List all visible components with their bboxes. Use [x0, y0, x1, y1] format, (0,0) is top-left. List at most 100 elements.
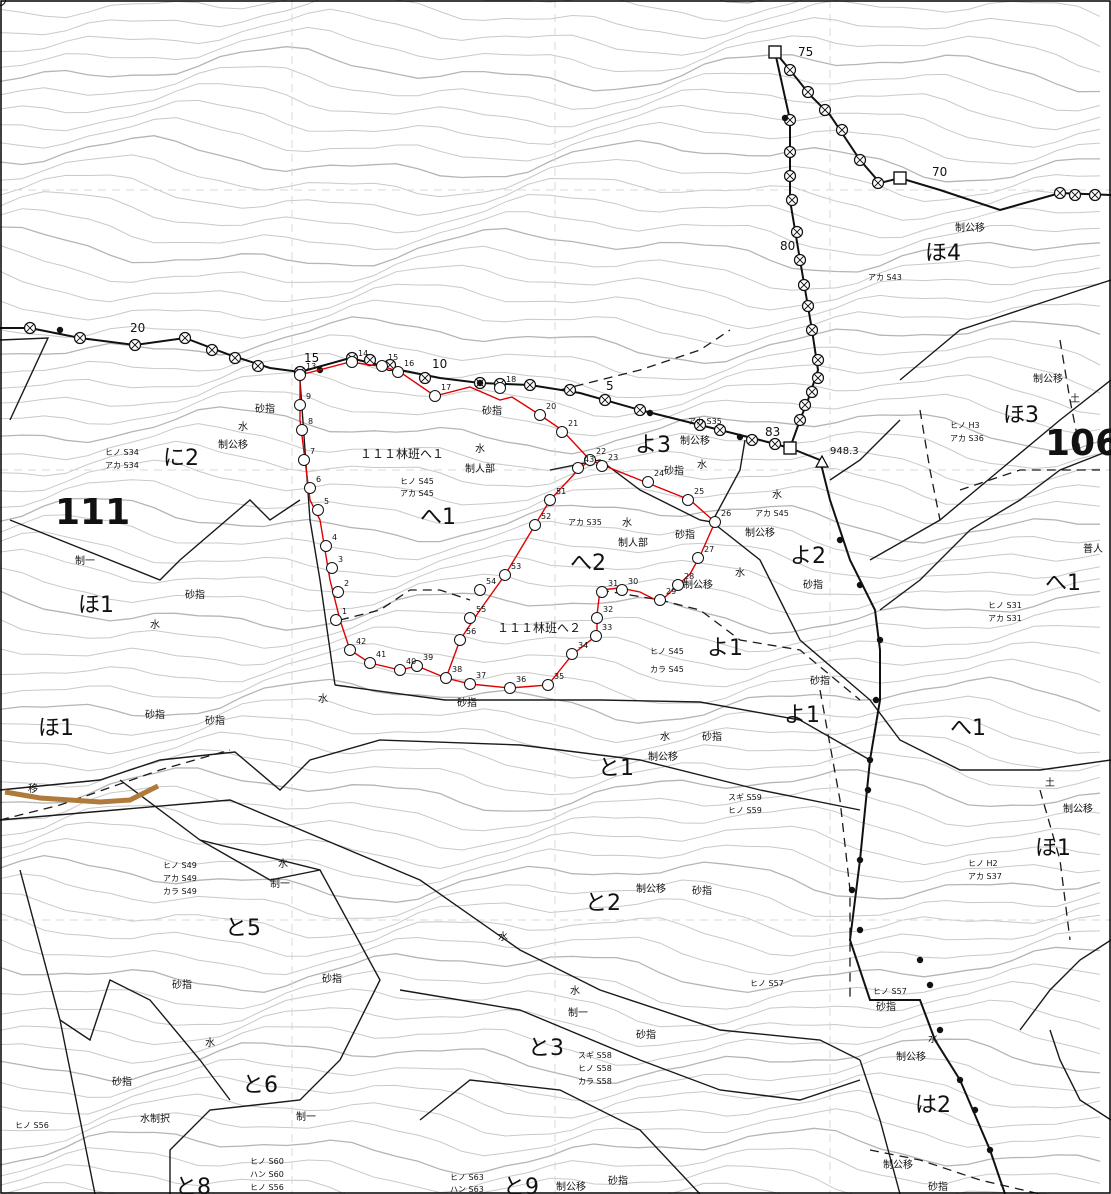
annotation: 砂指	[457, 696, 477, 709]
contour-line	[0, 658, 1101, 704]
survey-point-icon	[440, 672, 452, 684]
stand-label: と6	[242, 1073, 278, 1098]
boundary-dot	[856, 581, 864, 589]
survey-point-number: 8	[308, 417, 313, 426]
survey-point-icon	[654, 594, 666, 606]
annotation: アカ S45	[755, 509, 789, 518]
stand-label: ほ1	[78, 593, 114, 618]
survey-point-icon	[330, 614, 342, 626]
annotation: 水	[278, 858, 288, 870]
survey-point-number: 42	[356, 637, 366, 646]
boundary-number: 5	[606, 379, 614, 393]
annotation: アカ S35	[688, 417, 722, 426]
contour-line	[0, 371, 1101, 418]
survey-point-icon	[529, 519, 541, 531]
contour-line	[0, 440, 1101, 488]
stand-label: と2	[585, 891, 621, 916]
contour-line	[0, 406, 1101, 455]
survey-point-icon	[464, 612, 476, 624]
contour-line	[0, 65, 1101, 112]
survey-point-icon	[642, 476, 654, 488]
annotation: 土	[1070, 392, 1080, 405]
annotation: 水	[622, 517, 632, 529]
survey-plots	[299, 361, 716, 689]
annotation: 制一	[296, 1110, 316, 1123]
boundary-number: 10	[432, 357, 447, 371]
boundary-marker-icon	[797, 278, 811, 292]
annotation: 砂指	[112, 1075, 132, 1088]
annotation: 水	[697, 459, 707, 471]
boundary-marker-icon	[228, 351, 242, 365]
annotation: 砂指	[205, 714, 225, 727]
annotation: アカ S35	[568, 518, 602, 527]
annotation: ヒノ H2	[968, 859, 998, 868]
contour-line	[0, 208, 1101, 256]
boundary-marker-icon	[713, 423, 727, 437]
elevation-label: 948.3	[830, 446, 859, 457]
contour-line	[0, 767, 1101, 812]
survey-point-number: 13	[306, 362, 316, 371]
boundary-marker-icon	[178, 331, 192, 345]
stand-label: へ1	[420, 505, 456, 530]
annotation: アカ S49	[163, 874, 197, 883]
boundary-number: 70	[932, 165, 947, 179]
annotation: 砂指	[876, 1000, 896, 1013]
survey-point-number: 24	[654, 469, 664, 478]
survey-point-icon	[298, 454, 310, 466]
annotation: 普人	[1083, 542, 1103, 555]
annotation: 水	[475, 443, 485, 455]
annotation: 砂指	[322, 972, 342, 985]
boundary-marker-icon	[785, 193, 799, 207]
square-marker-icon	[768, 45, 782, 59]
survey-point-icon	[294, 369, 306, 381]
annotation: 砂指	[692, 884, 712, 897]
boundary-marker-icon	[818, 103, 832, 117]
contour-line	[0, 299, 1101, 348]
survey-point-number: 27	[704, 545, 714, 554]
annotation: 土	[1045, 776, 1055, 789]
boundary-dot	[956, 1076, 964, 1084]
contour-line	[0, 316, 1101, 365]
survey-point-number: 18	[506, 375, 516, 384]
annotation: 砂指	[928, 1180, 948, 1193]
survey-point-icon	[364, 657, 376, 669]
annotation: スギ S58	[578, 1051, 612, 1060]
survey-point-number: 35	[554, 672, 564, 681]
survey-point-icon	[596, 586, 608, 598]
survey-point-number: 34	[578, 641, 588, 650]
annotation: 水	[238, 421, 248, 433]
survey-point-icon	[556, 426, 568, 438]
boundary-marker-icon	[783, 63, 797, 77]
stand-label: と8	[175, 1175, 211, 1194]
contour-line	[0, 567, 1101, 615]
survey-point-icon	[616, 584, 628, 596]
survey-point-number: 9	[306, 392, 311, 401]
survey-point-icon	[312, 504, 324, 516]
survey-point-number: 31	[608, 579, 618, 588]
boundary-marker-icon	[793, 413, 807, 427]
annotation: ヒノ S45	[650, 647, 684, 656]
stand-label: ほ1	[1035, 836, 1071, 861]
annotation: アカ S34	[105, 461, 139, 470]
boundary-marker-icon	[793, 253, 807, 267]
survey-point-number: 53	[511, 562, 521, 571]
survey-point-icon	[429, 390, 441, 402]
annotation: ヒノ S31	[988, 601, 1022, 610]
annotation: ヒノ S45	[400, 477, 434, 486]
boundary-marker-icon	[805, 323, 819, 337]
boundary-dot	[836, 536, 844, 544]
stand-label: へ2	[570, 551, 606, 576]
contour-line	[0, 854, 1101, 903]
survey-point-icon	[682, 494, 694, 506]
annotation: 制公移	[648, 750, 678, 763]
boundary-dot	[864, 786, 872, 794]
plot-2-outline	[445, 459, 591, 679]
contour-line	[0, 283, 1101, 330]
annotation: 制一	[75, 554, 95, 567]
survey-point-number: 37	[476, 671, 486, 680]
survey-point-icon	[474, 584, 486, 596]
